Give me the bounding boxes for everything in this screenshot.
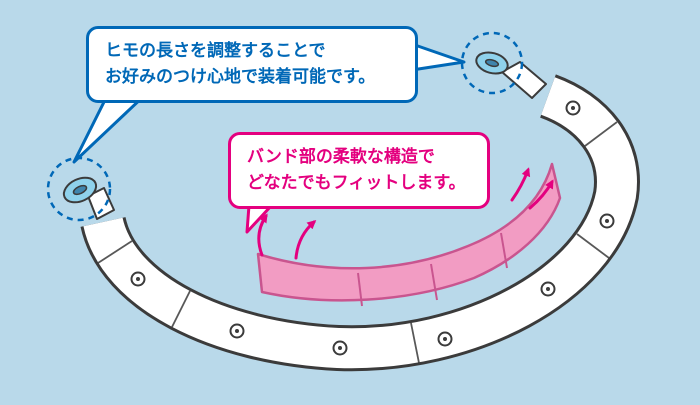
band-rib <box>430 263 438 301</box>
rivet <box>599 213 615 229</box>
rivet <box>130 271 146 287</box>
flex-arrow <box>294 220 317 260</box>
rivet <box>540 281 556 297</box>
flex-arrow <box>528 179 554 210</box>
rivet <box>229 323 245 339</box>
flexible-inner-band <box>256 162 562 307</box>
flex-arrow <box>257 213 268 257</box>
left-strap-highlight-circle <box>46 156 112 222</box>
strap-callout-line2: お好みのつけ心地で装着可能です。 <box>105 67 376 88</box>
band-seam-lines <box>97 121 618 364</box>
band-rivets <box>130 100 615 356</box>
strap-callout-tail-left <box>72 92 148 164</box>
band-rib <box>357 272 363 307</box>
band-callout: バンド部の柔軟な構造で どなたでもフィットします。 <box>228 132 490 209</box>
flex-arrow <box>510 167 531 202</box>
left-strap-tab <box>46 156 115 222</box>
rivet <box>437 331 453 347</box>
right-strap-highlight-circle <box>460 31 524 95</box>
rivet <box>565 100 581 116</box>
strap-callout-tail-right <box>410 42 466 72</box>
band-callout-line2: どなたでもフィットします。 <box>247 173 466 194</box>
strap-callout: ヒモの長さを調整することで お好みのつけ心地で装着可能です。 <box>86 26 418 103</box>
strap-callout-line1: ヒモの長さを調整することで <box>105 41 326 61</box>
rivet <box>332 340 348 356</box>
band-rib <box>500 232 508 269</box>
band-callout-line1: バンド部の柔軟な構造で <box>247 147 435 167</box>
flex-arrows <box>257 167 554 260</box>
right-strap-tab <box>460 31 547 99</box>
outer-band <box>80 74 640 372</box>
